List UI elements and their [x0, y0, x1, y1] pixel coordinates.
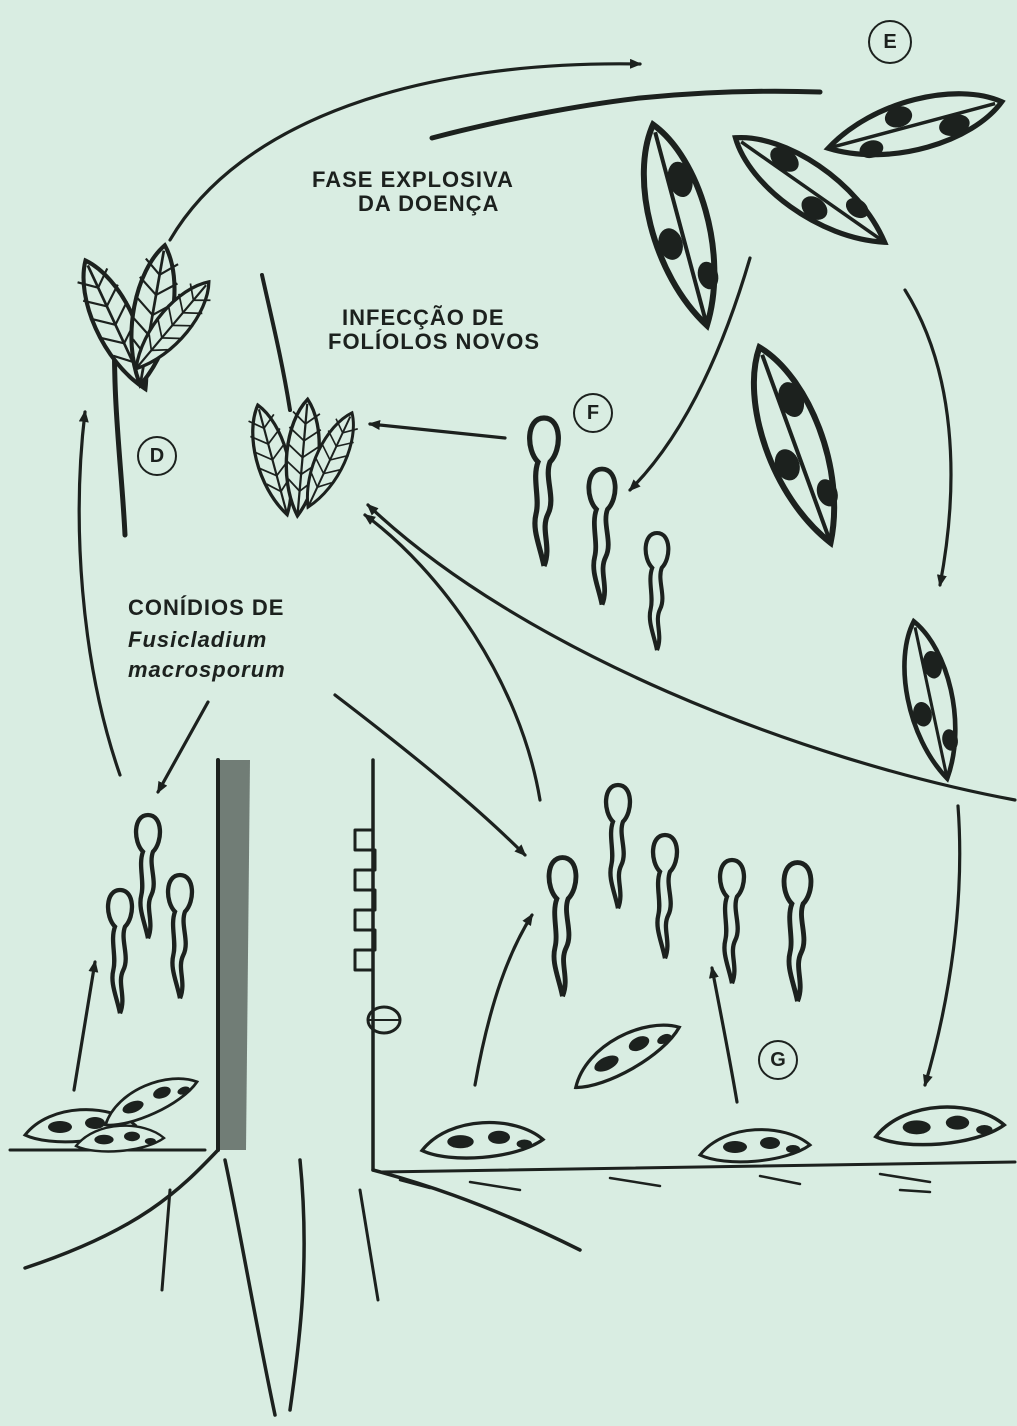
conidia-f: [530, 418, 669, 650]
marker-d: D: [137, 436, 177, 476]
label-fase-explosiva-line2: DA DOENÇA: [312, 192, 514, 216]
arrow-label-to-conidia: [158, 702, 208, 792]
marker-f: F: [573, 393, 613, 433]
ground-leaf-2: [564, 1012, 687, 1094]
falling-leaf-1: [733, 338, 858, 553]
label-conidios-species: macrosporum: [128, 658, 286, 682]
arrow-conidia-to-d: [79, 412, 120, 775]
leaf-cluster-e: [432, 78, 1008, 333]
tree-trunk: [25, 760, 580, 1415]
label-infeccao-line1: INFECÇÃO DE: [328, 306, 540, 330]
conidia-ground: [549, 785, 811, 1001]
label-conidios-line1: CONÍDIOS DE: [128, 596, 286, 620]
arrow-ground-leaf-up: [475, 915, 532, 1085]
label-infeccao: INFECÇÃO DE FOLÍOLOS NOVOS: [328, 306, 540, 354]
ground-leaf-4: [876, 1107, 1004, 1145]
marker-g: G: [758, 1040, 798, 1080]
ground-leaf-3: [700, 1130, 810, 1162]
label-fase-explosiva-line1: FASE EXPLOSIVA: [312, 168, 514, 192]
arrow-e-to-falling-leaf: [905, 290, 951, 585]
marker-e: E: [868, 20, 912, 64]
ground-texture: [400, 1174, 930, 1192]
arrow-g-leaf-up: [712, 968, 737, 1102]
ground-leaf-1: [422, 1123, 543, 1159]
arrow-litter-to-conidia: [74, 962, 95, 1090]
leaf-litter-left: [25, 1069, 202, 1152]
arrow-to-ground-leaf: [925, 806, 960, 1085]
label-fase-explosiva: FASE EXPLOSIVA DA DOENÇA: [312, 168, 514, 216]
falling-leaf-2: [892, 617, 969, 783]
conidia-left: [108, 815, 192, 1013]
label-infeccao-line2: FOLÍOLOS NOVOS: [328, 330, 540, 354]
arrow-f-to-new-leaflets: [370, 424, 505, 438]
label-conidios-genus: Fusicladium: [128, 628, 286, 652]
label-conidios: CONÍDIOS DE Fusicladium macrosporum: [128, 596, 286, 682]
young-shoot-d: [67, 242, 221, 535]
arrow-ground-to-new-leaflets: [365, 515, 540, 800]
